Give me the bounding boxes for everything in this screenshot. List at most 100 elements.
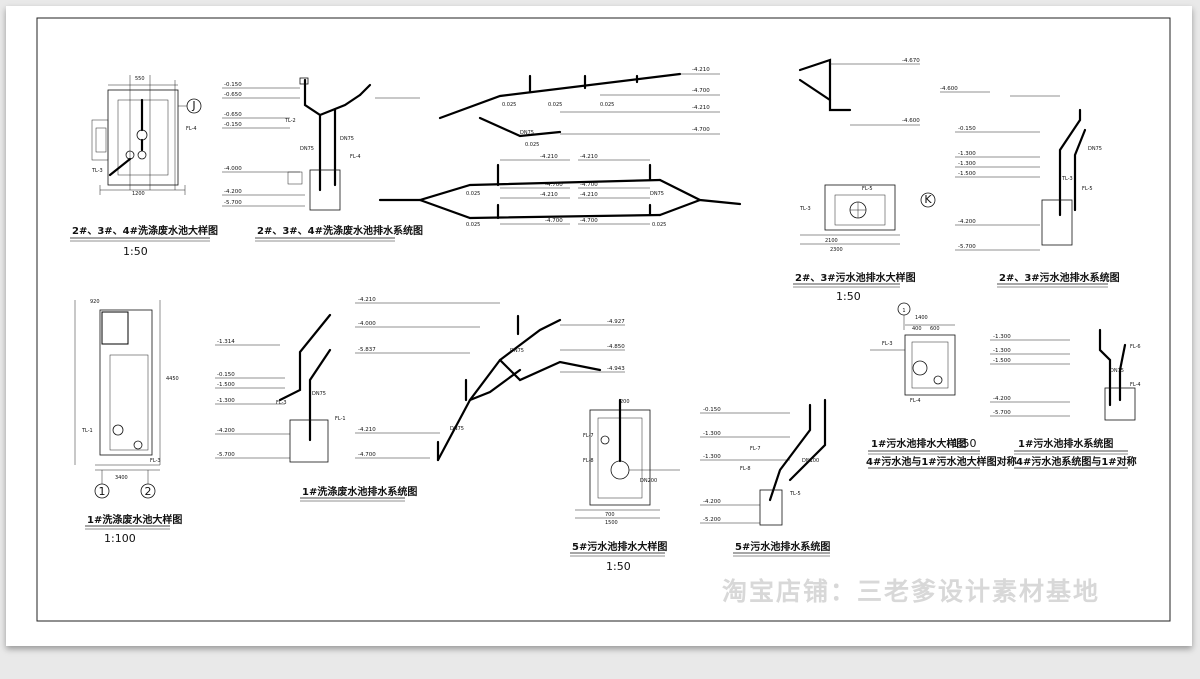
slope-a: 0.025 bbox=[502, 102, 516, 108]
axis-label-1: 1 bbox=[99, 485, 106, 498]
label-fl8-b: FL-8 bbox=[740, 466, 751, 472]
level-1300-c: -1.300 bbox=[217, 398, 235, 404]
scale-5-sewage-pool-plan: 1:50 bbox=[606, 560, 631, 573]
drawing-frame bbox=[36, 17, 1171, 622]
label-tl3-c: TL-3 bbox=[1061, 176, 1073, 182]
level-4210-g: -4.210 bbox=[358, 297, 376, 303]
label-fl7-b: FL-7 bbox=[750, 446, 761, 452]
slope-f: 0.025 bbox=[466, 191, 480, 197]
label-dn100: DN100 bbox=[802, 458, 819, 464]
dim-200: 200 bbox=[620, 399, 630, 405]
panel-sewage-pool-plan: -4.670 -4.600 K 2100 2300 FL-5 TL-3 2#、3… bbox=[793, 58, 936, 303]
axis-label-k: K bbox=[924, 193, 932, 206]
label-fl3-b: FL-3 bbox=[276, 400, 287, 406]
label-fl4: FL-4 bbox=[186, 126, 197, 132]
level-1300-g: -1.300 bbox=[993, 348, 1011, 354]
dim-400: 400 bbox=[912, 326, 922, 332]
title-1-sewage-pool-plan: 1#污水池排水大样图 bbox=[871, 437, 966, 450]
level-4600: -4.600 bbox=[902, 118, 920, 124]
axis-label-1-b: 1 bbox=[902, 308, 905, 314]
label-dn75-g: DN75 bbox=[450, 426, 464, 432]
label-fl8: FL-8 bbox=[583, 458, 594, 464]
title-5-sewage-pool-plan: 5#污水池排水大样图 bbox=[572, 540, 667, 553]
level-4700-a: -4.700 bbox=[692, 88, 710, 94]
label-dn75-c: DN75 bbox=[520, 130, 534, 136]
level-5700-c: -5.700 bbox=[217, 452, 235, 458]
axis-label-2: 2 bbox=[145, 485, 152, 498]
dim-600: 600 bbox=[930, 326, 940, 332]
level-4210-h: -4.210 bbox=[358, 427, 376, 433]
label-dn75-b: DN75 bbox=[340, 136, 354, 142]
slope-d: 0.025 bbox=[525, 142, 539, 148]
note-4-sewage-pool-symmetric: 4#污水池与1#污水池大样图对称 bbox=[866, 455, 1017, 468]
label-tl5: TL-5 bbox=[789, 491, 801, 497]
level-4700-g: -4.700 bbox=[358, 452, 376, 458]
level-4210-f: -4.210 bbox=[580, 192, 598, 198]
level-0150-d: -0.150 bbox=[217, 372, 235, 378]
label-tl3: TL-3 bbox=[91, 168, 103, 174]
level-1300-d: -1.300 bbox=[703, 431, 721, 437]
scale-1-wash-pool-plan: 1:100 bbox=[104, 532, 136, 545]
label-dn75-d: DN75 bbox=[650, 191, 664, 197]
level-4200: -4.200 bbox=[224, 189, 242, 195]
cad-drawing: J FL-4 TL-3 550 1200 2#、3#、4#洗涤废水池大样图 1:… bbox=[36, 17, 1171, 622]
title-wash-pool-plan: 2#、3#、4#洗涤废水池大样图 bbox=[72, 224, 218, 237]
level-4200-e: -4.200 bbox=[993, 396, 1011, 402]
dim-4450: 4450 bbox=[166, 376, 179, 382]
level-4600-b: -4.600 bbox=[940, 86, 958, 92]
dim-1500: 1500 bbox=[605, 520, 618, 526]
label-fl4-d: FL-4 bbox=[1130, 382, 1141, 388]
level-4210-a: -4.210 bbox=[692, 67, 710, 73]
level-0650: -0.650 bbox=[224, 92, 242, 98]
level-5700-d: -5.700 bbox=[993, 410, 1011, 416]
level-0650-b: -0.650 bbox=[224, 112, 242, 118]
slope-c: 0.025 bbox=[600, 102, 614, 108]
panel-isometric-network-b: -4.210 -4.700 -4.210 -4.700 -4.210 -4.70… bbox=[378, 154, 742, 228]
label-dn75-a: DN75 bbox=[300, 146, 314, 152]
level-4700-e: -4.700 bbox=[580, 182, 598, 188]
panel-5-sewage-pool-system: -0.150 -1.300 -1.300 -4.200 -5.200 FL-7 … bbox=[700, 398, 830, 557]
panel-1-wash-pool-plan: 1 2 920 3400 TL-1 FL-3 4450 1#洗涤废水池大样图 1… bbox=[74, 299, 182, 545]
panel-wash-pool-plan: J FL-4 TL-3 550 1200 2#、3#、4#洗涤废水池大样图 1:… bbox=[70, 75, 218, 258]
level-4200-d: -4.200 bbox=[703, 499, 721, 505]
label-fl4-c: FL-4 bbox=[910, 398, 921, 404]
level-1500-c: -1.500 bbox=[993, 358, 1011, 364]
title-1-wash-pool-system: 1#洗涤废水池排水系统图 bbox=[302, 485, 417, 498]
label-fl3-c: FL-3 bbox=[882, 341, 893, 347]
level-4000-b: -4.000 bbox=[358, 321, 376, 327]
level-4210-b: -4.210 bbox=[692, 105, 710, 111]
level-5200: -5.200 bbox=[703, 517, 721, 523]
slope-g: 0.025 bbox=[652, 222, 666, 228]
dim-1200: 1200 bbox=[132, 191, 145, 197]
level-5700-b: -5.700 bbox=[958, 244, 976, 250]
level-4000: -4.000 bbox=[224, 166, 242, 172]
level-4700-d: -4.700 bbox=[545, 218, 563, 224]
watermark-text: 淘宝店铺：三老爹设计素材基地 bbox=[722, 577, 1100, 606]
panel-wash-pool-system: -0.150 -0.650 -0.650 -0.150 -4.000 -4.20… bbox=[222, 77, 423, 242]
slope-b: 0.025 bbox=[548, 102, 562, 108]
slope-e: 0.025 bbox=[466, 222, 480, 228]
label-dn75-i: DN75 bbox=[1110, 368, 1124, 374]
level-4700-f: -4.700 bbox=[580, 218, 598, 224]
level-5837: -5.837 bbox=[358, 347, 376, 353]
level-0150: -0.150 bbox=[224, 82, 242, 88]
panel-1-sewage-pool-system: -1.300 -1.300 -1.500 -4.200 -5.700 FL-6 … bbox=[990, 328, 1141, 469]
panel-1-wash-pool-system: -1.314 -0.150 -1.500 -1.300 -4.200 -5.70… bbox=[215, 313, 417, 502]
scale-1-sewage-pool-plan: 1.50 bbox=[952, 437, 977, 450]
label-fl7: FL-7 bbox=[583, 433, 594, 439]
title-sewage-pool-plan: 2#、3#污水池排水大样图 bbox=[795, 271, 916, 284]
label-dn75-h: DN75 bbox=[510, 348, 524, 354]
label-fl6: FL-6 bbox=[1130, 344, 1141, 350]
level-4700-c: -4.700 bbox=[545, 182, 563, 188]
label-fl4-b: FL-4 bbox=[350, 154, 361, 160]
drawing-sheet: J FL-4 TL-3 550 1200 2#、3#、4#洗涤废水池大样图 1:… bbox=[6, 6, 1192, 646]
label-dn75-e: DN75 bbox=[1088, 146, 1102, 152]
dim-2100: 2100 bbox=[825, 238, 838, 244]
level-4927: -4.927 bbox=[607, 319, 625, 325]
level-5700: -5.700 bbox=[224, 200, 242, 206]
panel-isometric-network-c: -4.210 -4.000 -5.837 -4.210 -4.700 -4.92… bbox=[355, 297, 625, 462]
level-1300-e: -1.300 bbox=[703, 454, 721, 460]
level-1300-f: -1.300 bbox=[993, 334, 1011, 340]
level-1300: -1.300 bbox=[958, 151, 976, 157]
dim-920: 920 bbox=[90, 299, 100, 305]
